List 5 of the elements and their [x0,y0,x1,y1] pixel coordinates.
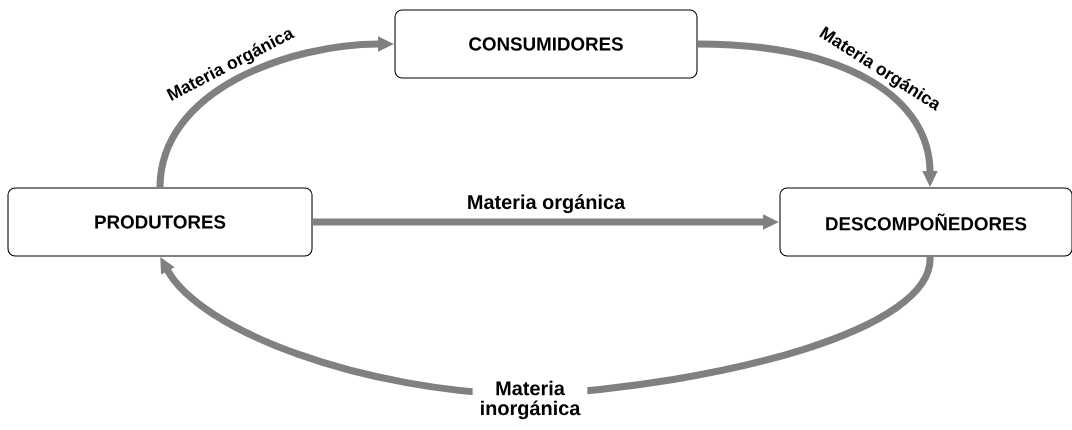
edge-label: Materia orgánica [468,194,626,214]
process-box: CONSUMIDORES [394,9,698,79]
edge-label: Materia inorgánica [472,378,588,422]
process-box: PRODUTORES [7,187,313,257]
process-box: DESCOMPOÑEDORES [779,187,1072,257]
